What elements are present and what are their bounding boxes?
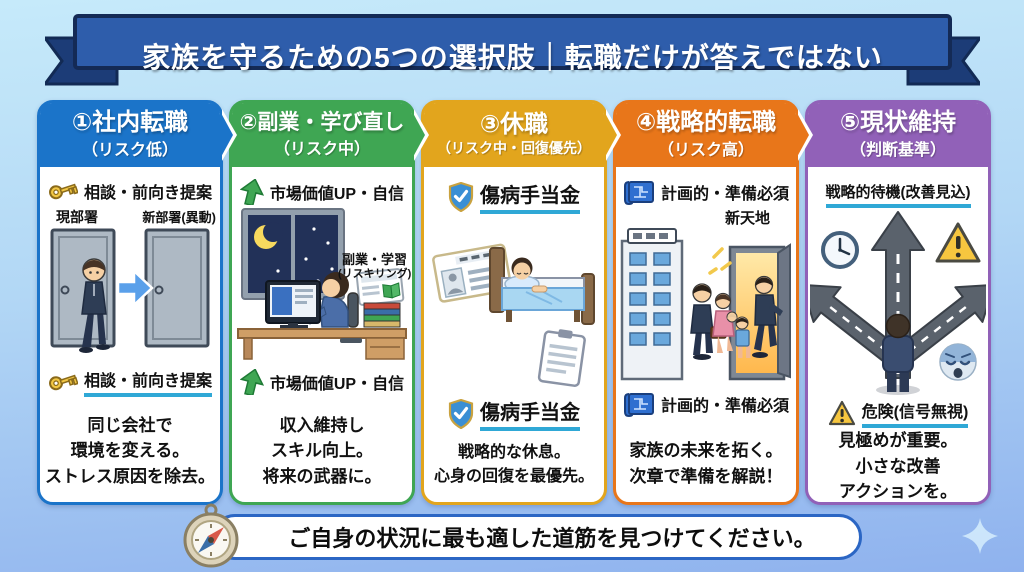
card-strategic-job-change: ④戦略的転職 （リスク高） 計画的・準備必須 新天地 — [613, 100, 813, 505]
card5-body: 戦略的待機(改善見込) — [800, 167, 996, 501]
key-icon — [49, 183, 78, 200]
family-new-door-illustration — [620, 228, 791, 381]
card1-top-point-label: 相談・前向き提案 — [83, 185, 212, 202]
card3-illustration — [428, 220, 600, 388]
card5-summary: 見極めが重要。 小さな改善 アクションを。 — [839, 428, 958, 505]
side-job-study-label: 副業・学習 — [342, 252, 408, 267]
card1-body: 相談・前向き提案 現部署 新部署(異動) — [40, 167, 220, 499]
card-status-quo: ⑤現状維持 （判断基準） 戦略的待機(改善見込) — [800, 100, 996, 505]
chevron-connector-icon — [413, 109, 429, 161]
card4-illustration: 新天地 — [618, 207, 794, 383]
card5-header: ⑤現状維持 （判断基準） — [808, 103, 988, 167]
trend-up-arrow-icon — [239, 369, 264, 395]
card1-summary-line3: ストレス原因を除去。 — [45, 466, 215, 486]
card3-body: 傷病手当金 — [424, 167, 604, 499]
footer-message-pill: ご自身の状況に最も適した道筋を見つけてください。 — [212, 514, 862, 560]
card3-header: ③休職 （リスク中・回復優先） — [424, 103, 621, 167]
card-internal-transfer: ①社内転職 （リスク低） 相談・前向き提案 現部署 新 — [37, 100, 237, 505]
card4-summary-line1: 家族の未来を拓く。 — [629, 441, 783, 460]
card2-summary-line1: 収入維持し — [279, 415, 365, 435]
options-row: ①社内転職 （リスク低） 相談・前向き提案 現部署 新 — [37, 100, 996, 505]
ribbon-shape — [42, 14, 983, 86]
card5-top-point: 戦略的待機(改善見込) — [825, 181, 971, 208]
card5-bottom-point-label: 危険(信号無視) — [861, 398, 969, 428]
card4-top-point-label: 計画的・準備必須 — [660, 186, 789, 203]
card3-summary-line1: 戦略的な休息。 — [457, 444, 570, 461]
card1-bottom-point: 相談・前向き提案 — [48, 367, 212, 397]
card4-top-point: 計画的・準備必須 — [623, 179, 789, 205]
current-dept-label: 現部署 — [56, 209, 98, 225]
compass-icon — [183, 503, 239, 568]
card1-summary-line2: 環境を変える。 — [70, 441, 190, 460]
doors-illustration — [50, 228, 210, 353]
new-horizon-label: 新天地 — [724, 210, 770, 227]
card5-summary-line3: アクションを。 — [838, 482, 958, 501]
card4-title: ④戦略的転職 — [635, 108, 777, 136]
chevron-connector-icon — [221, 109, 237, 161]
card1-bottom-point-label: 相談・前向き提案 — [83, 367, 212, 397]
rest-bed-illustration — [432, 243, 595, 387]
card3-bottom-point-label: 傷病手当金 — [480, 396, 580, 431]
trend-up-arrow-icon — [239, 179, 264, 205]
key-icon — [49, 374, 78, 391]
new-dept-label: 新部署(異動) — [142, 210, 216, 225]
sparkle-icon — [962, 518, 998, 554]
card5-subtitle: （判断基準） — [849, 142, 946, 160]
card1-top-point: 相談・前向き提案 — [48, 179, 212, 203]
warning-triangle-icon — [828, 400, 855, 426]
card5-top-point-label: 戦略的待機(改善見込) — [825, 181, 971, 208]
card3-title: ③休職 — [479, 110, 549, 138]
title-ribbon: 家族を守るための5つの選択肢｜転職だけが答えではない — [42, 10, 983, 86]
card2-title: ②副業・学び直し — [239, 111, 405, 135]
card2-bottom-point: 市場価値UP・自信 — [239, 369, 405, 395]
card3-subtitle: （リスク中・回復優先） — [437, 140, 591, 157]
card4-header: ④戦略的転職 （リスク高） — [616, 103, 813, 167]
shield-check-icon — [448, 181, 474, 212]
card2-illustration: 副業・学習 (リスキリング) — [236, 207, 412, 361]
chevron-connector-icon — [605, 109, 621, 161]
card1-summary: 同じ会社で 環境を変える。 ストレス原因を除去。 — [45, 413, 215, 490]
card4-bottom-point-label: 計画的・準備必須 — [660, 398, 789, 415]
card4-summary: 家族の未来を拓く。 次章で準備を解説！ — [630, 438, 783, 489]
night-study-illustration — [237, 208, 407, 360]
card4-summary-line2: 次章で準備を解説！ — [629, 466, 783, 486]
card2-top-point-label: 市場価値UP・自信 — [269, 186, 405, 203]
card5-bottom-point: 危険(信号無視) — [828, 398, 969, 428]
card1-header: ①社内転職 （リスク低） — [40, 103, 237, 167]
page-title: 家族を守るための5つの選択肢｜転職だけが答えではない — [142, 42, 883, 73]
card1-title: ①社内転職 — [71, 108, 189, 136]
card1-subtitle: （リスク低） — [81, 142, 178, 160]
card5-summary-line1: 見極めが重要。 — [838, 431, 958, 450]
card4-subtitle: （リスク高） — [657, 142, 754, 160]
chevron-connector-icon — [797, 109, 813, 161]
card3-top-point-label: 傷病手当金 — [480, 179, 580, 214]
card3-summary-line2: 心身の回復を最優先。 — [433, 468, 594, 485]
footer-message: ご自身の状況に最も適した道筋を見つけてください。 — [288, 526, 816, 551]
card3-summary: 戦略的な休息。 心身の回復を最優先。 — [434, 441, 594, 489]
card-leave-of-absence: ③休職 （リスク中・回復優先） 傷病手当金 — [421, 100, 621, 505]
card5-title: ⑤現状維持 — [839, 108, 957, 136]
card5-illustration — [800, 210, 996, 396]
card-side-job-reskilling: ②副業・学び直し （リスク中） 市場価値UP・自信 副業・学習 (リスキリング) — [229, 100, 429, 505]
card5-summary-line2: 小さな改善 — [855, 456, 941, 476]
card2-summary-line3: 将来の武器に。 — [262, 466, 382, 486]
blueprint-icon — [623, 181, 654, 205]
card3-top-point: 傷病手当金 — [448, 179, 580, 214]
card4-body: 計画的・準備必須 新天地 — [616, 167, 796, 499]
blueprint-icon — [623, 393, 654, 417]
reskilling-label: (リスキリング) — [338, 268, 412, 280]
card2-summary: 収入維持し スキル向上。 将来の武器に。 — [263, 413, 382, 490]
card2-body: 市場価値UP・自信 副業・学習 (リスキリング) — [232, 167, 412, 499]
shield-check-icon — [448, 398, 474, 429]
card2-subtitle: （リスク中） — [273, 140, 370, 158]
card2-bottom-point-label: 市場価値UP・自信 — [269, 376, 405, 393]
crossroads-illustration — [800, 211, 996, 395]
card2-top-point: 市場価値UP・自信 — [239, 179, 405, 205]
card3-bottom-point: 傷病手当金 — [448, 396, 580, 431]
card2-summary-line2: スキル向上。 — [271, 441, 373, 460]
card2-header: ②副業・学び直し （リスク中） — [232, 103, 429, 167]
card1-illustration: 現部署 新部署(異動) — [44, 207, 216, 359]
card1-summary-line1: 同じ会社で — [87, 415, 173, 435]
card4-bottom-point: 計画的・準備必須 — [623, 391, 789, 417]
